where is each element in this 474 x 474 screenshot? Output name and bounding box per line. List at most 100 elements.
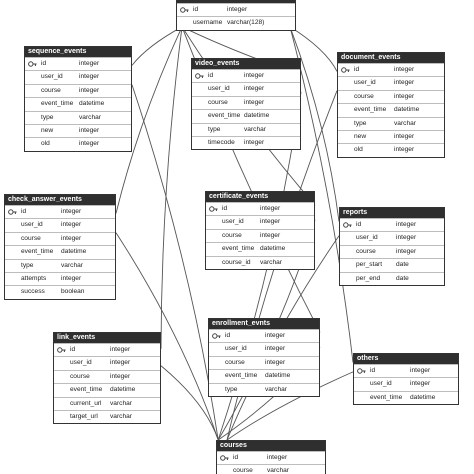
table-title: video_events xyxy=(192,59,300,69)
table-title: certificate_events xyxy=(206,192,314,202)
column-name: id xyxy=(208,72,214,79)
column-type: datetime xyxy=(61,248,87,256)
column-type: integer xyxy=(265,345,286,353)
column-type: integer xyxy=(61,274,82,282)
column-row: old integer xyxy=(338,143,444,156)
column-type: integer xyxy=(79,126,100,134)
column-type: datetime xyxy=(265,372,291,380)
column-name: target_url xyxy=(70,412,98,420)
column-name: old xyxy=(41,140,50,148)
key-icon xyxy=(180,6,189,14)
column-name: per_end xyxy=(356,274,381,282)
column-type: integer xyxy=(265,332,286,339)
column-type: integer xyxy=(79,86,100,94)
column-type: integer xyxy=(110,346,131,353)
column-name: type xyxy=(21,261,34,269)
column-type: varchar xyxy=(110,399,132,407)
column-type: integer xyxy=(61,208,82,215)
table-title: document_events xyxy=(338,53,444,63)
key-icon xyxy=(341,66,350,74)
key-icon xyxy=(212,332,221,340)
column-name: course xyxy=(21,234,41,242)
column-type: datetime xyxy=(260,245,286,253)
column-type: integer xyxy=(394,146,415,154)
column-type: varchar xyxy=(265,385,287,393)
column-name: course xyxy=(225,358,245,366)
column-name: user_id xyxy=(222,218,244,226)
column-type: integer xyxy=(79,60,100,67)
column-type: integer xyxy=(61,221,82,229)
column-type: integer xyxy=(396,234,417,242)
column-name: username xyxy=(193,19,223,27)
column-name: id xyxy=(370,367,376,374)
column-type: date xyxy=(396,274,409,282)
key-icon xyxy=(220,454,229,462)
table-title: others xyxy=(354,354,458,364)
column-name: new xyxy=(41,126,54,134)
column-type: integer xyxy=(227,6,248,13)
key-icon xyxy=(209,205,218,213)
column-name: id xyxy=(222,205,228,212)
column-name: old xyxy=(354,146,363,154)
column-name: event_time xyxy=(208,112,241,120)
key-icon xyxy=(357,367,366,375)
column-row: per_end date xyxy=(340,271,444,285)
column-name: course_id xyxy=(222,258,251,266)
relationship-line-users-sequence-events xyxy=(131,26,183,66)
key-icon xyxy=(57,346,66,354)
column-name: event_time xyxy=(41,100,74,108)
column-name: course xyxy=(70,372,90,380)
column-name: user_id xyxy=(370,380,392,388)
column-type: varchar(128) xyxy=(227,19,265,27)
column-name: event_time xyxy=(70,386,103,394)
column-name: event_time xyxy=(370,393,403,401)
column-name: course xyxy=(354,92,374,100)
table-title: enrollment_evnts xyxy=(209,319,319,329)
column-name: course xyxy=(41,86,61,94)
column-name: id xyxy=(356,221,362,228)
column-type: integer xyxy=(396,221,417,228)
column-row: new integer xyxy=(25,123,131,137)
column-type: integer xyxy=(394,79,415,87)
column-name: user_id xyxy=(70,359,92,367)
column-name: id xyxy=(354,66,360,73)
column-type: integer xyxy=(79,73,100,81)
table-title xyxy=(177,0,295,3)
column-type: integer xyxy=(265,358,286,366)
column-row: course integer xyxy=(25,83,131,97)
column-type: integer xyxy=(244,138,265,146)
column-row: username varchar(128) xyxy=(177,16,295,29)
key-icon xyxy=(343,221,352,229)
column-type: varchar xyxy=(394,119,416,127)
